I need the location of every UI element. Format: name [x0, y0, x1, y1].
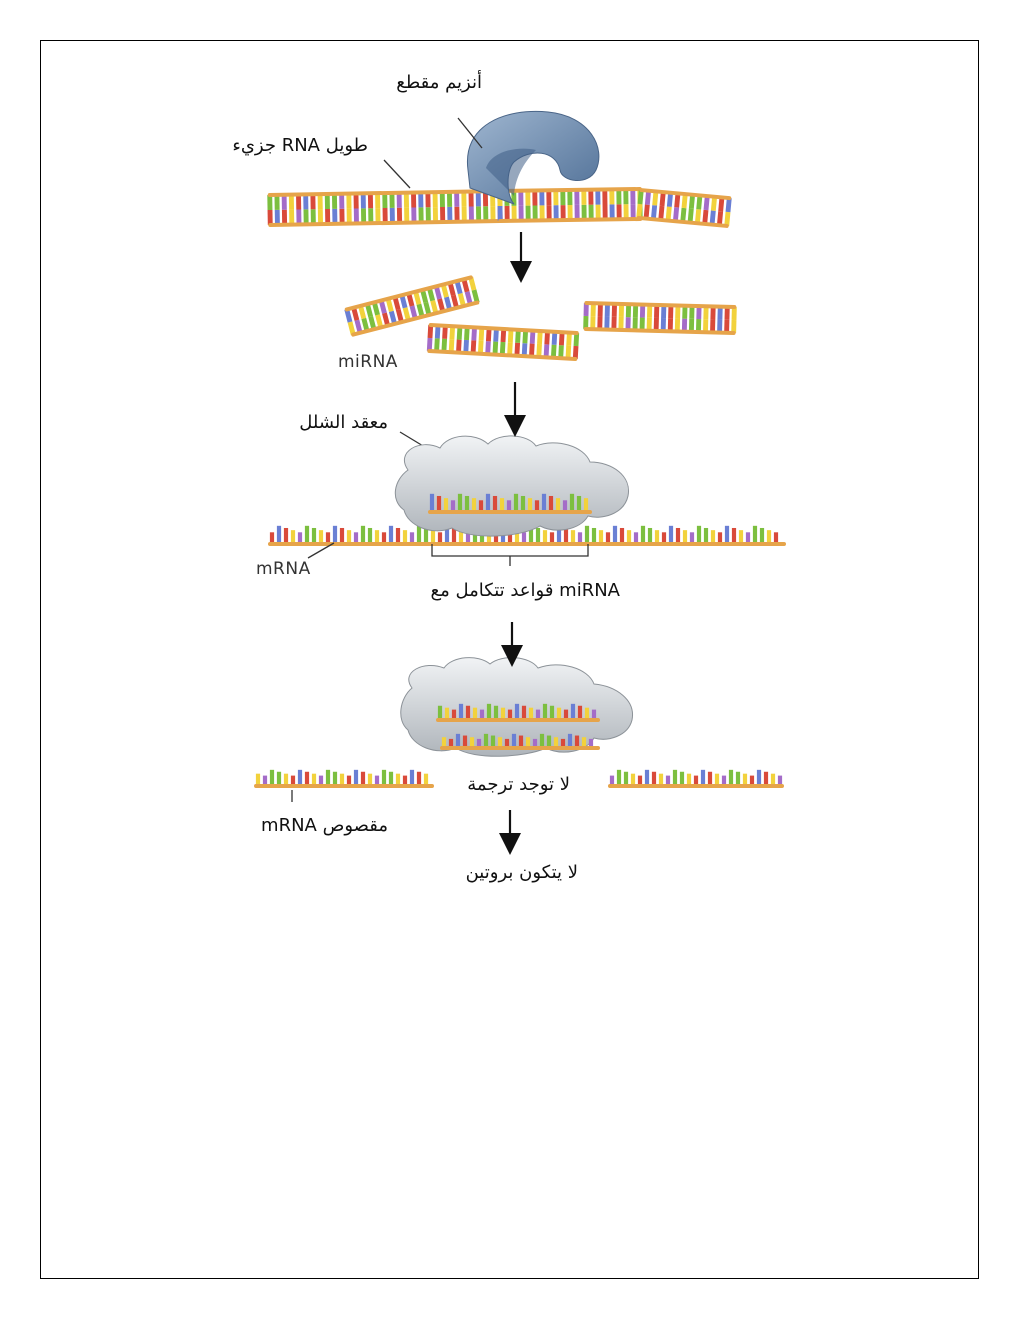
- long-rna-strand-b: [497, 187, 643, 223]
- mirna-in-complex-cut: [436, 703, 600, 722]
- mrna-strand: [268, 525, 786, 546]
- mirna-fragment-3: [583, 301, 737, 335]
- cutting-enzyme-leader: [457, 117, 483, 149]
- complementary-bases-label: قواعد تتكامل مع miRNA: [431, 580, 621, 601]
- rna-strands-top: [428, 493, 600, 750]
- long-rna-strand-a: [267, 189, 503, 227]
- mrna-fragment-in-complex: [440, 733, 600, 750]
- long-rna-strand-c: [636, 188, 732, 228]
- cut-mrna-label: mRNA مقصوص: [261, 815, 388, 836]
- cutting-enzyme-shape: [466, 110, 600, 205]
- mirna-fragment-2: [426, 323, 580, 361]
- mrna-label: mRNA: [256, 559, 311, 579]
- cut-mrna-right: [608, 769, 784, 788]
- mrna-leader: [307, 542, 335, 559]
- rna-strands: [254, 187, 786, 788]
- mirna-fragment-1: [344, 275, 480, 337]
- cutting-enzyme-label: أنزيم مقطع: [396, 70, 482, 93]
- silencing-complex-label: معقد الشلل: [299, 412, 388, 433]
- no-protein-label: لا يتكون بروتين: [466, 862, 578, 883]
- mirna-label: miRNA: [338, 352, 398, 372]
- long-rna-label: جزيء RNA طويل: [232, 135, 368, 156]
- silencing-complex-shape: [394, 435, 629, 537]
- mirna-in-complex: [428, 493, 592, 514]
- complementary-bracket: [431, 544, 589, 566]
- no-translation-label: لا توجد ترجمة: [467, 774, 570, 795]
- long-rna-leader: [383, 159, 411, 189]
- page-frame: [40, 40, 979, 1279]
- cut-mrna-left: [254, 769, 434, 788]
